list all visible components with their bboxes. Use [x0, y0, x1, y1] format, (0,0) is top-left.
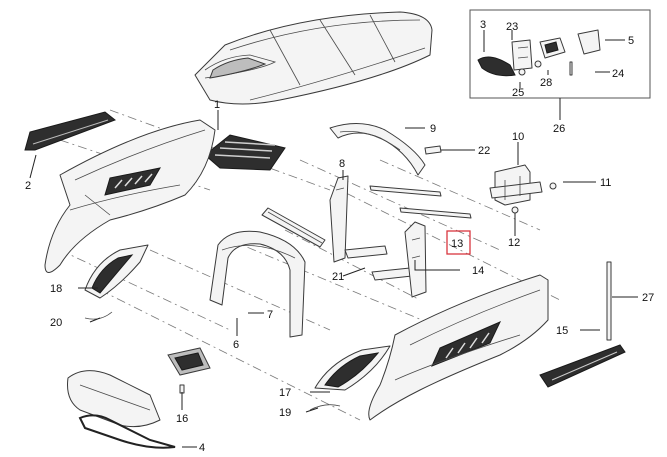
callout-3: 3	[480, 19, 486, 31]
callout-highlight-box	[446, 230, 471, 255]
roof-panel	[194, 11, 433, 105]
callout-16: 16	[176, 413, 188, 425]
callout-21: 21	[332, 271, 344, 283]
callout-7: 7	[267, 309, 273, 321]
rear-pillar-arch	[209, 230, 306, 338]
upper-pillar-bracket	[329, 175, 349, 263]
right-corner-grille	[314, 345, 391, 391]
support-rods	[369, 185, 472, 219]
front-bumper	[67, 370, 161, 428]
callout-20: 20	[50, 317, 62, 329]
inset-bracket-5	[577, 29, 601, 55]
screw-16	[179, 384, 185, 394]
inset-small-parts	[518, 60, 573, 76]
callout-19: 19	[279, 407, 291, 419]
callout-13: 13	[451, 238, 463, 250]
right-side-panel	[368, 274, 549, 421]
callout-23: 23	[506, 21, 518, 33]
bolt-22	[424, 145, 442, 155]
callout-labels: 1 2 3 4 5 6 7 8 9 10 11 12 13 14 15 16 1…	[25, 19, 654, 454]
left-side-panel	[44, 119, 216, 273]
fasteners-11-12	[511, 182, 557, 214]
left-corner-grille	[84, 244, 149, 299]
vertical-strip	[606, 261, 612, 341]
rear-lamp-housing	[167, 347, 211, 376]
inset-handle-3	[477, 56, 516, 77]
callout-2: 2	[25, 180, 31, 192]
roof-hatch	[204, 134, 286, 171]
callout-27: 27	[642, 292, 654, 304]
bumper-seal	[78, 414, 176, 449]
mounting-plates	[344, 245, 413, 281]
callout-11: 11	[600, 177, 611, 189]
callout-15: 15	[556, 325, 568, 337]
callout-25: 25	[512, 87, 524, 99]
leader-lines	[29, 30, 638, 448]
callout-22: 22	[478, 145, 490, 157]
inset-bracket-23	[511, 39, 533, 71]
callout-1: 1	[214, 99, 220, 111]
callout-12: 12	[508, 237, 520, 249]
roof-bow-arch	[329, 123, 426, 176]
callout-8: 8	[339, 158, 345, 170]
bracket-10	[489, 164, 543, 206]
callout-10: 10	[512, 131, 524, 143]
callout-4: 4	[199, 442, 205, 454]
roof-cross-bar	[261, 207, 326, 248]
right-corner-seal	[309, 404, 341, 411]
inset-lock-assembly	[539, 37, 566, 59]
callout-24: 24	[612, 68, 624, 80]
right-pillar	[404, 221, 427, 298]
callout-14: 14	[472, 265, 484, 277]
callout-6: 6	[233, 339, 239, 351]
callout-17: 17	[279, 387, 291, 399]
callout-28: 28	[540, 77, 552, 89]
callout-9: 9	[430, 123, 436, 135]
left-upper-trim	[24, 111, 116, 151]
right-lower-trim	[539, 344, 626, 388]
callout-18: 18	[50, 283, 62, 295]
callout-26: 26	[553, 123, 565, 135]
callout-5: 5	[628, 35, 634, 47]
